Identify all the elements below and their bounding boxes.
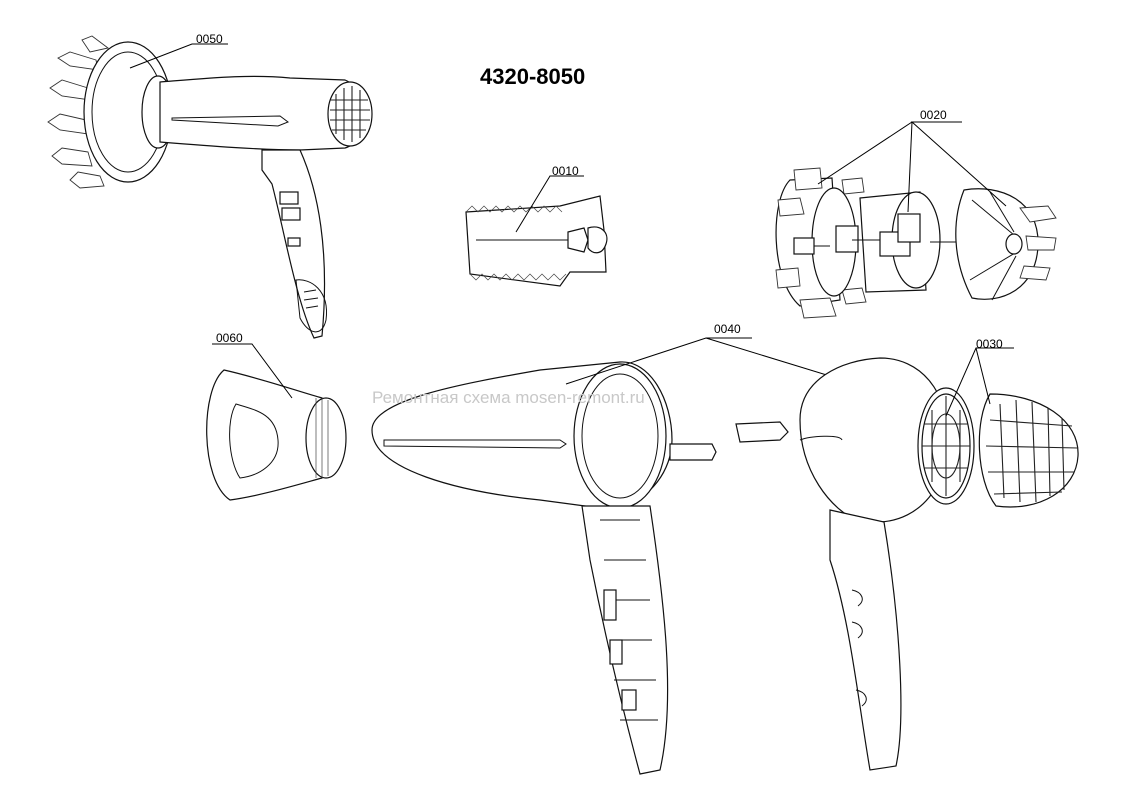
part-label-0020: 0020 <box>920 108 947 122</box>
housing-left-half <box>371 337 857 775</box>
part-label-0060: 0060 <box>216 331 243 345</box>
switch-lower <box>281 207 301 221</box>
leader-0060 <box>212 343 293 399</box>
diffuser-fingers <box>47 35 110 189</box>
switch-knob <box>735 421 789 443</box>
motor-fan-assembly <box>775 121 1057 319</box>
leader-0020 <box>817 121 1007 213</box>
leader-0010 <box>515 175 584 233</box>
concentrator-nozzle <box>206 343 347 501</box>
part-label-0050: 0050 <box>196 32 223 46</box>
part-label-0030: 0030 <box>976 337 1003 351</box>
heating-element <box>465 175 608 287</box>
diagram-title: 4320-8050 <box>480 64 586 89</box>
part-label-0010: 0010 <box>552 164 579 178</box>
leader-0030 <box>945 347 1014 417</box>
slider-switch <box>669 443 717 461</box>
part-label-0040: 0040 <box>714 322 741 336</box>
switch-upper <box>279 191 299 205</box>
assembled-dryer-with-diffuser <box>47 35 373 339</box>
leader-0050 <box>129 43 228 69</box>
cool-button <box>287 237 301 247</box>
rear-filter-grille <box>921 347 1079 508</box>
watermark-text: Ремонтная схема mosen-remont.ru <box>372 388 645 407</box>
